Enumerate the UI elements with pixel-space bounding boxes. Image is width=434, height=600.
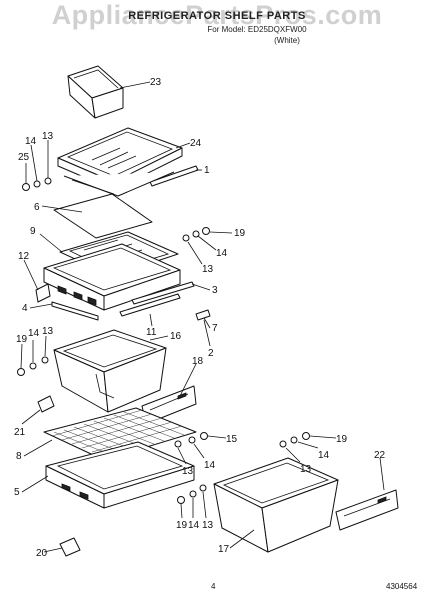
hardware-group-right-lower[interactable]: [279, 432, 310, 448]
callout-8: 8: [16, 451, 22, 462]
part-21-clip[interactable]: [37, 395, 55, 413]
callout-16: 16: [170, 331, 182, 342]
part-12-bracket[interactable]: [35, 283, 51, 303]
callout-14: 14: [28, 328, 40, 339]
callout-13: 13: [182, 466, 194, 477]
callout-labels: 23 24 14 13 25 1 6 19 9 14 12 13 4 3 11 …: [14, 77, 386, 559]
callout-6: 6: [34, 202, 40, 213]
callout-13: 13: [202, 264, 214, 275]
part-8-wire-shelf[interactable]: [43, 407, 197, 461]
part-16-crisper-drawer[interactable]: [53, 329, 167, 413]
callout-9: 9: [30, 226, 36, 237]
document-number: 4304564: [386, 582, 418, 591]
page-number: 4: [211, 582, 216, 591]
hardware-group-right-top[interactable]: [182, 227, 210, 242]
callout-15: 15: [226, 434, 238, 445]
callout-19: 19: [16, 334, 28, 345]
callout-17: 17: [218, 544, 230, 555]
callout-18: 18: [192, 356, 204, 367]
part-7-slide[interactable]: [195, 309, 211, 321]
part-5-shelf-frame[interactable]: [45, 441, 195, 509]
callout-14: 14: [318, 450, 330, 461]
callout-14: 14: [188, 520, 200, 531]
part-4-rail[interactable]: [51, 301, 99, 321]
callout-5: 5: [14, 487, 20, 498]
hardware-group-left-mid[interactable]: [17, 356, 49, 376]
callout-14: 14: [25, 136, 37, 147]
callout-12: 12: [18, 251, 30, 262]
callout-23: 23: [150, 77, 162, 88]
callout-2: 2: [208, 348, 214, 359]
part-6-glass[interactable]: [53, 193, 153, 239]
part-shelf-support[interactable]: [63, 171, 175, 197]
callout-14: 14: [204, 460, 216, 471]
diagram-title: REFRIGERATOR SHELF PARTS: [128, 10, 306, 22]
callout-22: 22: [374, 450, 386, 461]
callout-13: 13: [42, 326, 54, 337]
part-20-clip[interactable]: [59, 537, 81, 557]
callout-20: 20: [36, 548, 48, 559]
callout-24: 24: [190, 138, 202, 149]
watermark: AppliancePartsPros.com: [51, 0, 383, 30]
callout-11: 11: [146, 327, 157, 338]
callout-13: 13: [300, 464, 312, 475]
callout-19: 19: [234, 228, 246, 239]
callout-13: 13: [42, 131, 54, 142]
hardware-group-right-mid[interactable]: [174, 432, 208, 448]
callout-19: 19: [336, 434, 348, 445]
part-3-rail[interactable]: [131, 281, 195, 305]
model-number: For Model: ED25DQXFW00: [207, 25, 307, 34]
part-crisper-frame[interactable]: [43, 243, 181, 311]
callout-19: 19: [176, 520, 188, 531]
callout-14: 14: [216, 248, 228, 259]
callout-13: 13: [202, 520, 214, 531]
leader-lines: [20, 81, 385, 553]
part-23-bin[interactable]: [67, 65, 124, 119]
hardware-group-bottom[interactable]: [177, 484, 207, 504]
callout-7: 7: [212, 323, 218, 334]
callout-21: 21: [14, 427, 26, 438]
callout-1: 1: [204, 165, 210, 176]
part-17-drawer[interactable]: [213, 457, 339, 553]
callout-4: 4: [22, 303, 28, 314]
callout-25: 25: [18, 152, 30, 163]
callout-3: 3: [212, 285, 218, 296]
color-variant: (White): [274, 36, 300, 45]
part-22-drawer-front[interactable]: [335, 489, 399, 531]
part-11-rail[interactable]: [119, 293, 181, 317]
